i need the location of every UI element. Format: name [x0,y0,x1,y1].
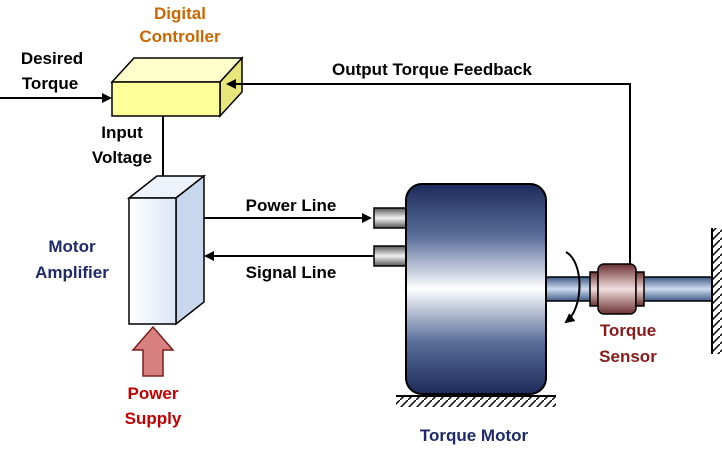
torque-sensor-block [589,263,645,315]
signal-connector [373,245,407,267]
power-supply-arrow [131,325,175,377]
power-supply-label-line1: Power [127,384,178,403]
power-line-label: Power Line [246,196,337,215]
input-voltage-label-line1: Input [101,123,143,142]
torque-motor-body [405,183,547,395]
input-voltage-label-line2: Voltage [92,148,152,167]
motor-ground-hatch [396,395,556,407]
digital-controller-label-line2: Controller [139,27,221,46]
desired-torque-label-line2: Torque [22,74,78,93]
torque-sensor-label-line2: Sensor [599,347,657,366]
motor-amplifier-block [126,174,207,326]
motor-amplifier-label-line2: Amplifier [35,263,109,282]
signal-line-label: Signal Line [246,263,337,282]
wall-hatch [711,228,722,354]
motor-amplifier-label-line1: Motor [48,237,96,256]
power-connector [373,207,407,229]
digital-controller-label-line1: Digital [154,4,206,23]
desired-torque-label-line1: Desired [21,49,83,68]
output-torque-feedback-label: Output Torque Feedback [332,60,532,79]
torque-sensor-label-line1: Torque [600,321,656,340]
rotation-arrow-icon [564,251,581,324]
feedback-line [226,79,631,264]
power-supply-label-line2: Supply [125,409,182,428]
torque-motor-label: Torque Motor [420,426,529,445]
digital-controller-block [110,56,244,118]
